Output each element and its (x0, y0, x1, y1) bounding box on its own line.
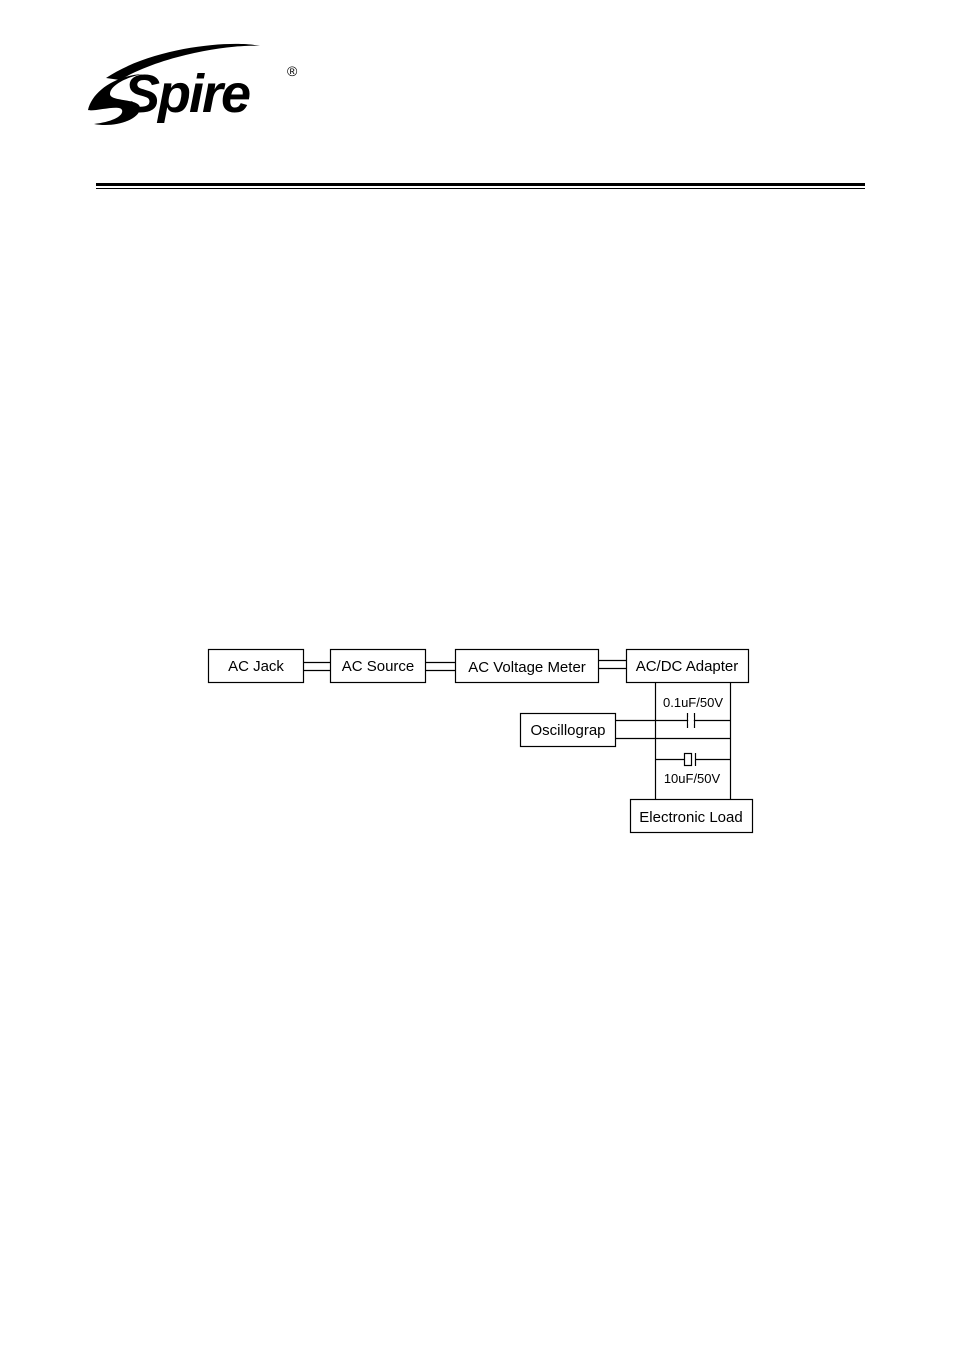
ac-jack-box (207, 648, 305, 684)
registered-mark: ® (287, 63, 298, 79)
electronic-load-label: Electronic Load (639, 809, 742, 826)
cap1-label: 0.1uF/50V (663, 695, 723, 710)
cap2-body (683, 752, 693, 767)
header-rule-thick (96, 183, 865, 186)
ac-dc-adapter-box (625, 648, 750, 684)
oscillograph-box (519, 712, 617, 748)
electronic-load-box (629, 798, 754, 834)
header-rule-thin (96, 188, 865, 189)
logo-s-mark (88, 74, 142, 126)
ac-voltage-meter-box (454, 648, 600, 684)
cap2-label: 10uF/50V (664, 771, 721, 786)
logo-wordmark: Spire (124, 64, 250, 124)
ac-jack-label: AC Jack (228, 658, 284, 675)
spire-logo: Spire ® (88, 43, 298, 126)
logo-swoosh (106, 43, 260, 80)
ac-source-label: AC Source (342, 658, 415, 675)
ac-dc-adapter-label: AC/DC Adapter (636, 658, 739, 675)
ac-source-box (329, 648, 427, 684)
oscillograph-label: Oscillograp (530, 722, 605, 739)
ac-voltage-meter-label: AC Voltage Meter (468, 659, 586, 676)
